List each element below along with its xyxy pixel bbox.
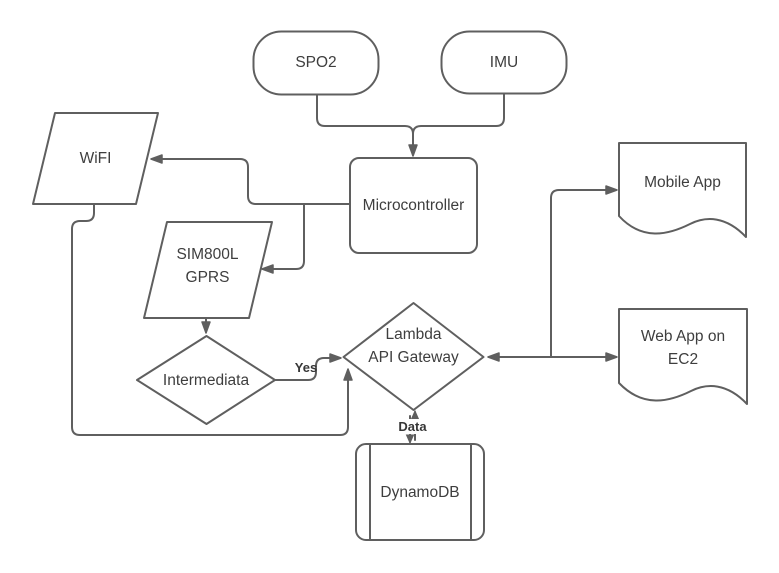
node-shape-mobile-app: [618, 142, 747, 238]
node-shape-wifi: [32, 112, 159, 205]
node-shape-lambda-api-gateway: [342, 302, 485, 411]
connector-microcontroller-to-sim800l: [261, 203, 305, 274]
connector-lambda-to-mobileapp: [550, 185, 618, 358]
connector-imu-to-microcontroller: [412, 93, 505, 141]
connector-spo2-to-microcontroller: [316, 93, 418, 157]
node-shape-dynamodb: [355, 443, 485, 541]
node-shape-spo2: [252, 30, 380, 96]
shapes: [32, 30, 748, 541]
node-shape-microcontroller: [349, 157, 478, 254]
connector-intermediata-to-lambda-yes: [274, 353, 342, 381]
connector-wifi-loop-to-lambda: [71, 203, 353, 436]
node-shape-web-app: [618, 308, 748, 405]
node-shape-sim800l: [143, 221, 273, 319]
connector-microcontroller-to-wifi: [150, 154, 351, 205]
node-shape-intermediata: [136, 335, 276, 425]
node-shape-imu: [440, 30, 568, 95]
